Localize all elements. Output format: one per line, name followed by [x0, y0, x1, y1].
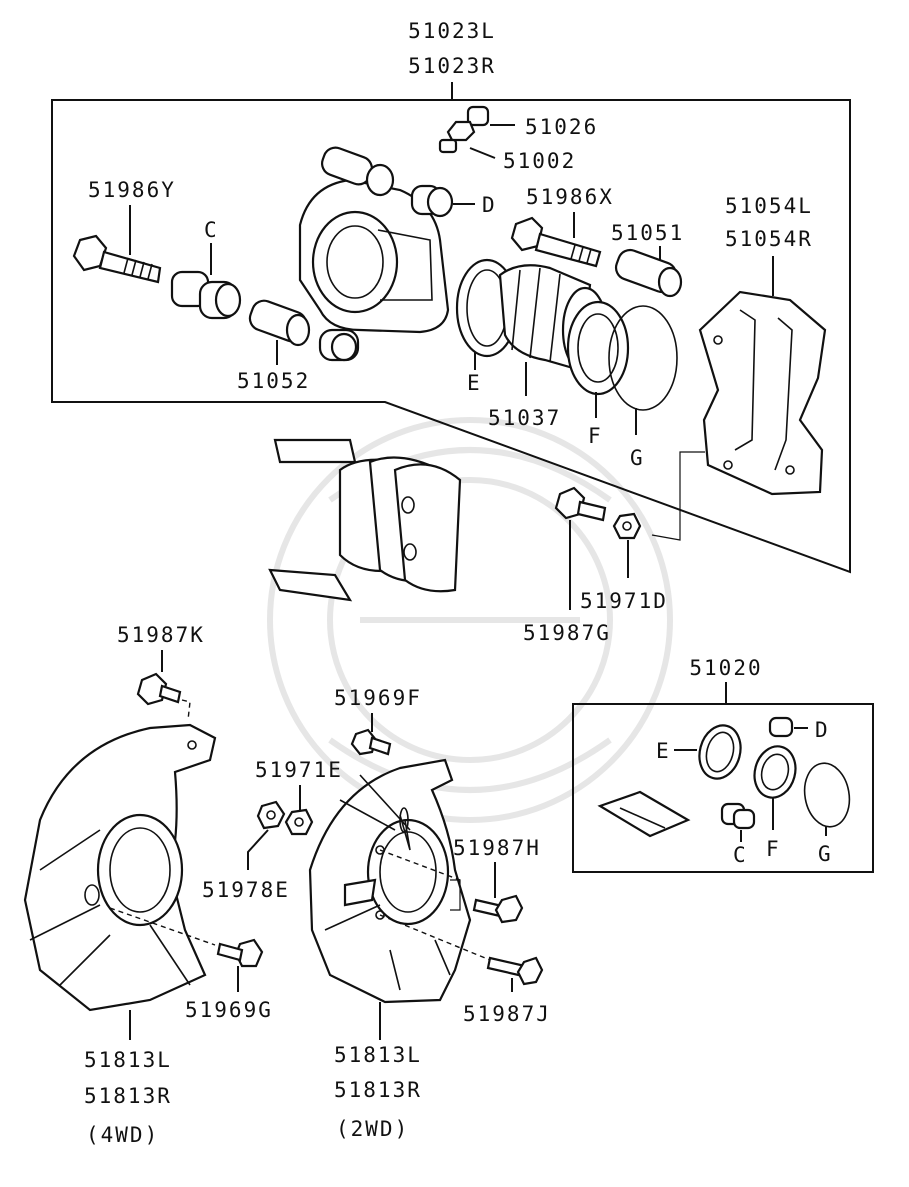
label-51054l: 51054L — [725, 194, 813, 218]
bleeder-screw-part — [438, 120, 496, 159]
bolt-51969g-part — [216, 938, 264, 992]
label-kit-d: D — [815, 718, 830, 742]
brake-pads-part — [268, 438, 462, 602]
label-51023r: 51023R — [408, 54, 496, 78]
label-51813l-4wd: 51813L — [84, 1048, 172, 1072]
label-51987g: 51987G — [523, 621, 611, 645]
bushing-d-part — [410, 184, 475, 218]
label-51978e: 51978E — [202, 878, 290, 902]
sleeve-51051-part — [614, 246, 683, 298]
kit-bushing-c-part — [720, 802, 756, 842]
bolt-51987h-part — [450, 862, 524, 924]
bolt-51987k-part — [136, 650, 191, 721]
washer-51971d-part — [612, 512, 642, 578]
label-51037: 51037 — [488, 406, 561, 430]
label-kit-c: C — [733, 843, 748, 867]
bolt-51987j-part — [486, 956, 544, 992]
label-51051: 51051 — [611, 221, 684, 245]
label-51813r-4wd: 51813R — [84, 1084, 172, 1108]
bleeder-cap-part — [466, 105, 515, 127]
bolt-51986x-part — [510, 212, 602, 268]
label-51987k: 51987K — [117, 623, 205, 647]
bushing-c-part — [170, 243, 242, 320]
bracket-part — [698, 256, 827, 496]
label-51023l: 51023L — [408, 19, 496, 43]
label-d-top: D — [482, 193, 497, 217]
kit-grease-packet-part — [597, 790, 691, 838]
label-51969g: 51969G — [185, 998, 273, 1022]
label-51052: 51052 — [237, 369, 310, 393]
kit-seal-e-part — [674, 724, 742, 780]
ring-g-part — [608, 305, 678, 435]
label-51813r-2wd: 51813R — [334, 1078, 422, 1102]
boot-f-part — [566, 300, 630, 418]
caliper-body-part — [298, 146, 450, 362]
repair-kit-frame — [572, 703, 874, 873]
label-51987j: 51987J — [463, 1002, 551, 1026]
sleeve-51052-part — [248, 299, 311, 365]
label-f-main: F — [588, 424, 603, 448]
label-kit-g: G — [818, 842, 833, 866]
bolt-51969f-part — [350, 713, 392, 756]
kit-boot-f-part — [753, 745, 797, 830]
label-51026: 51026 — [525, 115, 598, 139]
kit-bushing-d-part — [768, 716, 808, 738]
dust-shield-4wd-part — [23, 723, 217, 1040]
label-51020: 51020 — [689, 656, 762, 680]
label-c-upper: C — [204, 218, 219, 242]
label-51971d: 51971D — [580, 589, 668, 613]
label-51813l-2wd: 51813L — [334, 1043, 422, 1067]
label-51969f: 51969F — [334, 686, 422, 710]
kit-ring-g-part — [803, 762, 851, 836]
label-51987h: 51987H — [453, 836, 541, 860]
bolt-51987g-part — [554, 486, 607, 610]
label-51986x: 51986X — [526, 185, 614, 209]
dust-shield-2wd-part — [308, 758, 491, 1040]
label-51002: 51002 — [503, 149, 576, 173]
label-kit-f: F — [766, 837, 781, 861]
label-51986y: 51986Y — [88, 178, 176, 202]
label-e-main: E — [467, 371, 482, 395]
nut-51978e-part — [247, 800, 286, 870]
label-2wd: (2WD) — [336, 1117, 409, 1141]
label-g-main: G — [630, 446, 645, 470]
label-51054r: 51054R — [725, 227, 813, 251]
label-4wd: (4WD) — [86, 1123, 159, 1147]
bolt-51986y-part — [72, 205, 162, 284]
caliper-assembly-frame — [51, 82, 851, 574]
label-51971e: 51971E — [255, 758, 343, 782]
label-kit-e: E — [656, 739, 671, 763]
nut-51971e-part — [284, 785, 314, 836]
